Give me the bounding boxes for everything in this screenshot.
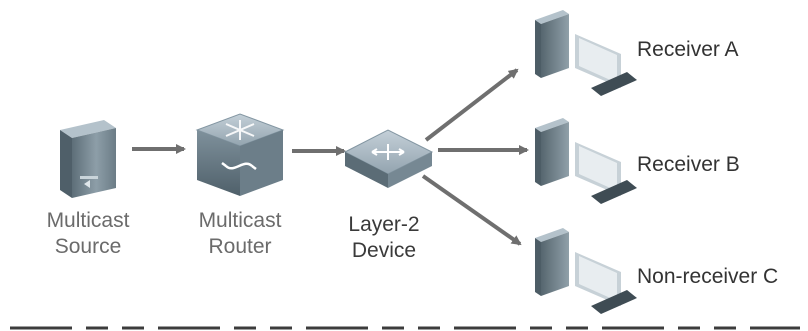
label-router-line1: Multicast: [198, 209, 282, 232]
label-router-line2: Router: [208, 235, 272, 259]
desktop-computer-icon: [535, 228, 637, 314]
label-source-line2: Source: [54, 235, 122, 259]
label-layer2-device: Layer-2 Device: [334, 212, 434, 265]
label-non-receiver-c: Non-receiver C: [637, 265, 779, 288]
desktop-computer-icon: [535, 10, 637, 96]
label-source-line1: Multicast: [46, 209, 130, 232]
label-receiver-a: Receiver A: [637, 38, 739, 61]
label-receiver-b: Receiver B: [637, 153, 740, 176]
label-switch-line2: Device: [351, 239, 417, 263]
label-multicast-router: Multicast Router: [190, 208, 290, 261]
layer2-switch-icon: [343, 129, 434, 188]
server-tower-icon: [60, 120, 116, 198]
label-multicast-source: Multicast Source: [38, 208, 138, 261]
multicast-router-icon: [195, 113, 285, 196]
desktop-computer-icon: [535, 118, 637, 204]
label-switch-line1: Layer-2: [348, 213, 420, 236]
arrows: [132, 68, 529, 246]
arrow-switch-to-receiver-a: [424, 68, 519, 142]
arrow-switch-to-receiver-c: [421, 174, 522, 246]
